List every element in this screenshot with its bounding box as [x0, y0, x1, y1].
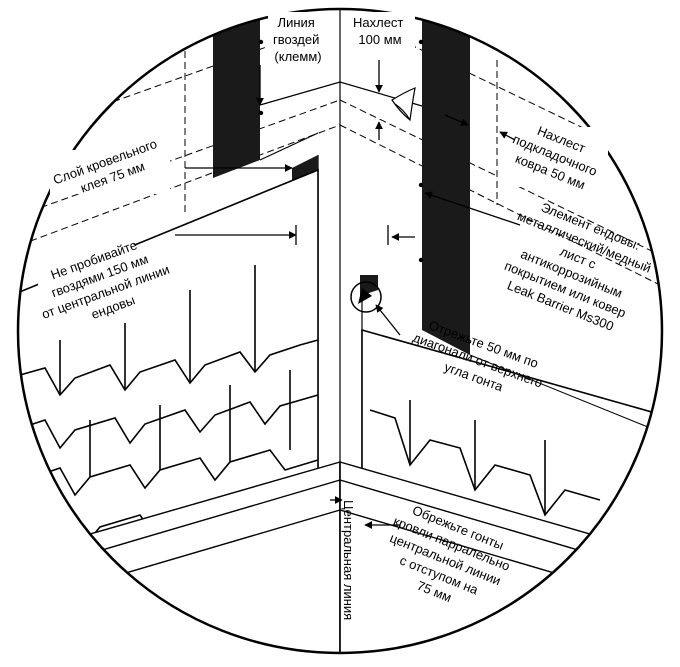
label-overlap-100: Нахлест 100 мм: [353, 15, 407, 47]
right-plane-lines: [469, 354, 662, 441]
label-centerline: Центральная линия: [341, 500, 356, 620]
detail-circle-frame: [16, 7, 664, 655]
leader-lines: [175, 60, 521, 529]
right-underlay-strip: [418, 9, 470, 355]
label-nail-line: Линия гвоздей (клемм): [273, 15, 323, 64]
cut-corner-highlight: [350, 281, 382, 313]
right-shingle-field: [361, 328, 662, 562]
